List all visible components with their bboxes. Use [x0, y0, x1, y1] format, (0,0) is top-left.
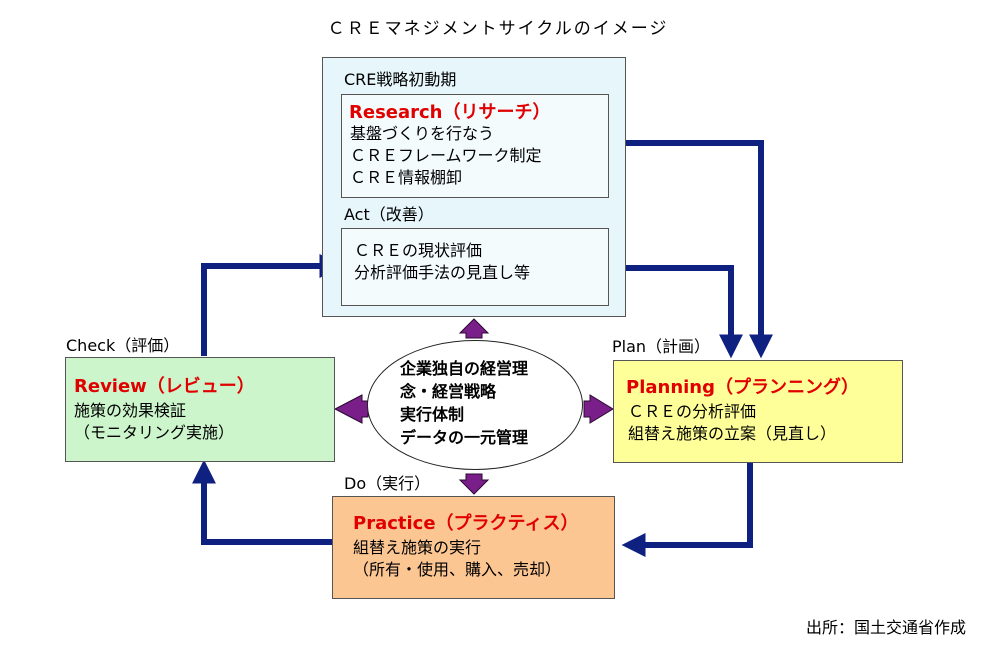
arrow-review-to-act	[201, 254, 344, 356]
planning-line-1: ＣＲＥの分析評価	[628, 402, 757, 421]
planning-title: Planning（プランニング）	[626, 377, 860, 398]
purple-arrow-down	[458, 473, 490, 495]
arrow-planning-to-practice	[621, 463, 753, 557]
practice-box: Practice（プラクティス） 組替え施策の実行 （所有・使用、購入、売却）	[332, 496, 615, 599]
act-box: ＣＲＥの現状評価 分析評価手法の見直し等	[341, 228, 609, 306]
practice-line-1: 組替え施策の実行	[353, 538, 482, 557]
planning-box: Planning（プランニング） ＣＲＥの分析評価 組替え施策の立案（見直し）	[613, 360, 903, 463]
diagram-title: ＣＲＥマネジメントサイクルのイメージ	[327, 19, 669, 39]
cre-initial-phase-box: CRE戦略初動期 Research（リサーチ） 基盤づくりを行なう ＣＲＥフレー…	[322, 57, 626, 317]
center-line-2: 念・経営戦略	[400, 382, 497, 401]
arrow-act-to-planning	[608, 265, 743, 359]
act-label: Act（改善）	[344, 205, 434, 224]
purple-arrow-up	[458, 318, 490, 339]
source-note: 出所：国土交通省作成	[805, 618, 966, 637]
purple-arrow-left	[333, 394, 369, 424]
cre-initial-phase-heading: CRE戦略初動期	[344, 70, 457, 89]
planning-line-2: 組替え施策の立案（見直し）	[628, 424, 837, 443]
center-line-1: 企業独自の経営理	[400, 359, 529, 378]
act-line-1: ＣＲＥの現状評価	[354, 241, 483, 260]
research-title: Research（リサーチ）	[349, 102, 551, 123]
center-line-4: データの一元管理	[400, 428, 529, 447]
research-line-2: ＣＲＥフレームワーク制定	[350, 146, 542, 165]
arrow-practice-to-review	[192, 459, 332, 545]
center-oval: 企業独自の経営理 念・経営戦略 実行体制 データの一元管理	[367, 340, 583, 470]
review-box: Review（レビュー） 施策の効果検証 （モニタリング実施）	[65, 357, 335, 462]
plan-label: Plan（計画）	[612, 337, 711, 356]
practice-title: Practice（プラクティス）	[353, 513, 579, 534]
arrow-research-to-planning	[608, 140, 773, 359]
practice-line-2: （所有・使用、購入、売却）	[353, 560, 562, 579]
research-line-3: ＣＲＥ情報棚卸	[350, 168, 463, 187]
center-line-3: 実行体制	[400, 405, 465, 424]
research-box: Research（リサーチ） 基盤づくりを行なう ＣＲＥフレームワーク制定 ＣＲ…	[341, 94, 609, 198]
research-line-1: 基盤づくりを行なう	[350, 124, 495, 143]
purple-arrow-right	[583, 394, 614, 424]
review-line-1: 施策の効果検証	[74, 401, 187, 420]
review-line-2: （モニタリング実施）	[74, 423, 235, 442]
review-title: Review（レビュー）	[74, 376, 255, 397]
check-label: Check（評価）	[66, 336, 180, 355]
do-label: Do（実行）	[344, 474, 431, 493]
act-line-2: 分析評価手法の見直し等	[354, 263, 531, 282]
